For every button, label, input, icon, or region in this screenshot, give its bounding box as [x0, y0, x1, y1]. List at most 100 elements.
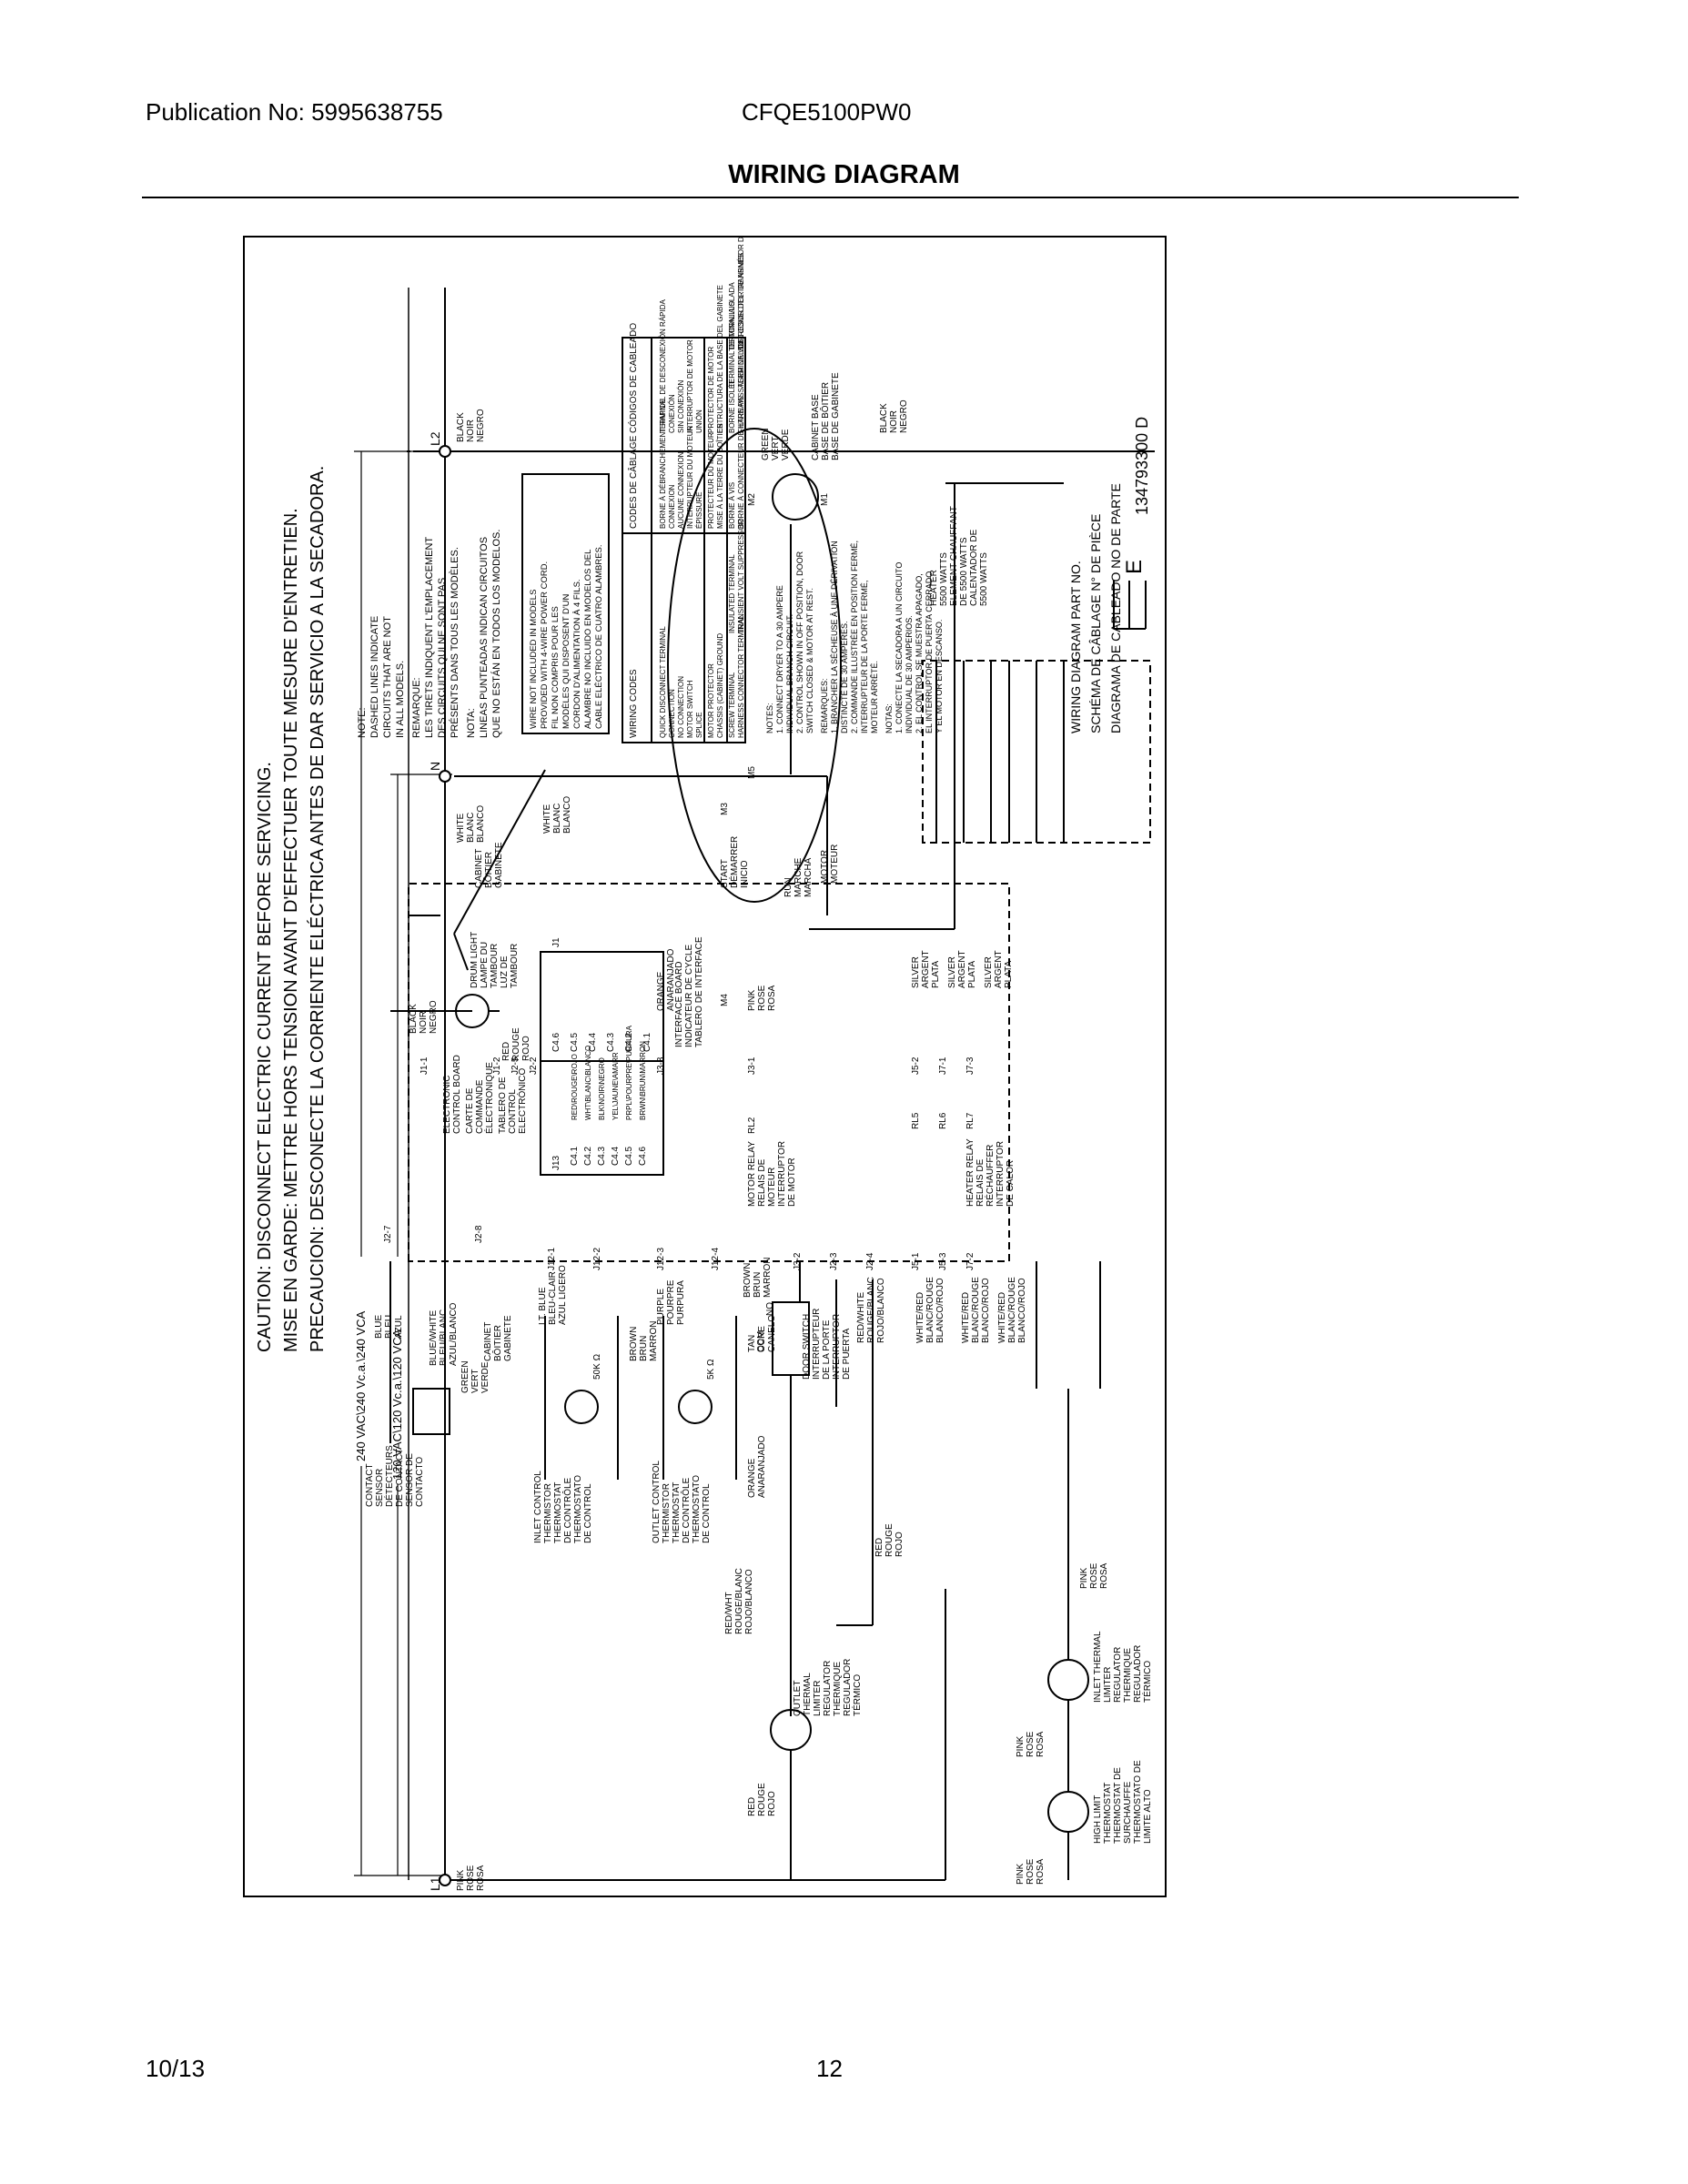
svg-text:CAUTION: DISCONNECT ELECTRIC: CAUTION: DISCONNECT ELECTRIC CURRENT BEF… — [255, 762, 275, 1352]
svg-text:C4.1: C4.1 — [642, 1032, 652, 1052]
svg-text:BASE DE BÔITIER: BASE DE BÔITIER — [819, 382, 831, 460]
svg-text:RELAIS DE: RELAIS DE — [757, 1158, 767, 1207]
svg-text:BLEU-CLAIR: BLEU-CLAIR — [548, 1271, 558, 1325]
svg-text:BLANCO/ROJO: BLANCO/ROJO — [1017, 1278, 1027, 1343]
svg-text:REMARQUES:: REMARQUES: — [820, 678, 829, 733]
svg-text:ROSA: ROSA — [767, 985, 777, 1011]
svg-text:ANARANJADO: ANARANJADO — [666, 948, 676, 1011]
svg-text:THERMIQUE: THERMIQUE — [1123, 1648, 1133, 1703]
svg-text:HARNESS CONNECTOR TERMINAL: HARNESS CONNECTOR TERMINAL — [737, 615, 745, 738]
svg-text:CIRCUITS THAT ARE NOT: CIRCUITS THAT ARE NOT — [382, 616, 393, 738]
svg-text:LIMITER: LIMITER — [1103, 1667, 1113, 1703]
svg-text:SUPRESOR DEL TRANSMISOR DE VOL: SUPRESOR DEL TRANSMISOR DE VOLTIOS — [737, 237, 745, 351]
svg-text:C4.2: C4.2 — [624, 1032, 634, 1052]
svg-text:QUICK DISCONNECT TERMINAL: QUICK DISCONNECT TERMINAL — [659, 626, 667, 738]
svg-text:COMMANDE: COMMANDE — [475, 1079, 485, 1134]
svg-text:WIRING CODES: WIRING CODES — [629, 669, 639, 738]
svg-text:MARRON: MARRON — [763, 1258, 773, 1298]
svg-text:J2-4: J2-4 — [865, 1252, 875, 1270]
svg-text:RUN: RUN — [783, 877, 793, 897]
wire-note-text: WIRE NOT INCLUDED IN MODELS PROVIDED WIT… — [529, 544, 604, 729]
svg-text:GABINETE: GABINETE — [503, 1315, 513, 1361]
svg-text:LUZ DE: LUZ DE — [500, 956, 510, 988]
svg-text:WHITE/RED: WHITE/RED — [961, 1292, 971, 1343]
svg-text:THERMOSTATO: THERMOSTATO — [692, 1475, 702, 1543]
svg-text:INDICATEUR DE CYCLE: INDICATEUR DE CYCLE — [684, 945, 694, 1047]
l1-terminal — [439, 1874, 451, 1886]
svg-text:NOTA:: NOTA: — [466, 708, 477, 738]
svg-text:C4.4: C4.4 — [611, 1146, 621, 1166]
svg-text:BLANC/ROUGE: BLANC/ROUGE — [1007, 1277, 1017, 1343]
svg-text:MARCHA: MARCHA — [804, 857, 814, 897]
svg-text:SILVER: SILVER — [984, 956, 994, 988]
note-text: NOTE: DASHED LINES INDICATE CIRCUITS THA… — [357, 530, 502, 738]
svg-text:DOOR SWITCH: DOOR SWITCH — [802, 1314, 812, 1380]
svg-text:PROVIDED WITH 4-WIRE POWER COR: PROVIDED WITH 4-WIRE POWER CORD. — [540, 561, 550, 729]
svg-text:AZUL: AZUL — [394, 1315, 404, 1339]
svg-text:NEGRO: NEGRO — [476, 409, 486, 442]
svg-text:TERMINAL DEL CONECTOR DE ARNÉS: TERMINAL DEL CONECTOR DE ARNÉS — [737, 253, 745, 388]
svg-text:INDIVIDUAL BRANCH CIRCUIT.: INDIVIDUAL BRANCH CIRCUIT. — [785, 614, 794, 733]
svg-text:J12-2: J12-2 — [592, 1248, 602, 1270]
svg-text:ROSA: ROSA — [1036, 1731, 1046, 1757]
svg-text:BORNE À VIS: BORNE À VIS — [728, 482, 736, 529]
svg-text:ROSE: ROSE — [1026, 1731, 1036, 1757]
svg-text:ELECTRÓNICO: ELECTRÓNICO — [516, 1068, 528, 1134]
svg-text:J13: J13 — [551, 1155, 561, 1170]
svg-text:ROUGE/BLANC: ROUGE/BLANC — [866, 1277, 876, 1343]
svg-text:SCREW TERMINAL: SCREW TERMINAL — [728, 672, 736, 738]
svg-text:INSULATED TERMINAL: INSULATED TERMINAL — [728, 554, 736, 633]
svg-text:J2-7: J2-7 — [383, 1225, 393, 1243]
svg-text:PURPLE: PURPLE — [656, 1289, 666, 1325]
svg-text:WIRE NOT INCLUDED IN MODELS: WIRE NOT INCLUDED IN MODELS — [529, 590, 539, 729]
svg-text:FIL NON COMPRIS POUR LES: FIL NON COMPRIS POUR LES — [551, 606, 561, 729]
svg-text:ESTRUCTURA DE LA BASE DEL GABI: ESTRUCTURA DE LA BASE DEL GABINETE — [716, 285, 724, 433]
svg-text:E: E — [1122, 560, 1147, 574]
svg-text:J7-1: J7-1 — [938, 1057, 948, 1075]
svg-text:MOTOR: MOTOR — [820, 850, 830, 884]
svg-text:ROUGE: ROUGE — [511, 1027, 521, 1061]
svg-text:PRÉSENTS DANS TOUS LES MODÈLES: PRÉSENTS DANS TOUS LES MODÈLES. — [449, 547, 460, 738]
svg-text:NO CONNECTION: NO CONNECTION — [677, 676, 685, 738]
svg-text:CONNECTION: CONNECTION — [668, 689, 676, 738]
svg-text:BLANCO/ROJO: BLANCO/ROJO — [935, 1278, 945, 1343]
svg-text:CONTROL: CONTROL — [508, 1089, 518, 1134]
svg-text:J3-3: J3-3 — [656, 1057, 666, 1075]
svg-text:LT. BLUE: LT. BLUE — [538, 1287, 548, 1325]
svg-text:CABLE ELÉCTRICO DE CUATRO ALAM: CABLE ELÉCTRICO DE CUATRO ALAMBRES. — [594, 544, 604, 729]
svg-text:SENSOR: SENSOR — [375, 1469, 385, 1507]
svg-text:TÉRMICO: TÉRMICO — [851, 1674, 863, 1716]
svg-text:MODÈLES QUI DISPOSENT D'UN: MODÈLES QUI DISPOSENT D'UN — [561, 593, 571, 729]
svg-text:CÓDIGOS DE CABLEADO: CÓDIGOS DE CABLEADO — [627, 323, 639, 433]
svg-text:CARTE DE: CARTE DE — [465, 1087, 475, 1134]
svg-text:TERMINAL DE TORNILLO: TERMINAL DE TORNILLO — [728, 301, 736, 388]
svg-text:SPLICE: SPLICE — [695, 713, 703, 738]
svg-text:VERT: VERT — [771, 437, 781, 461]
svg-text:PINK: PINK — [1016, 1863, 1026, 1885]
svg-text:SURCHAUFFE: SURCHAUFFE — [1123, 1781, 1133, 1844]
svg-text:IN ALL MODELS.: IN ALL MODELS. — [395, 661, 406, 738]
svg-text:M4: M4 — [720, 994, 730, 1006]
svg-text:RED/WHITE: RED/WHITE — [856, 1292, 866, 1343]
svg-text:ROJO: ROJO — [767, 1791, 777, 1816]
svg-text:CONTROL BOARD: CONTROL BOARD — [452, 1055, 462, 1134]
svg-text:C4.6: C4.6 — [551, 1032, 561, 1052]
svg-text:M2: M2 — [747, 493, 757, 506]
svg-text:2. EL CONTROL SE MUESTRA APAGA: 2. EL CONTROL SE MUESTRA APAGADO, — [915, 573, 924, 733]
svg-text:VERDE: VERDE — [480, 1361, 490, 1393]
svg-text:INLET THERMAL: INLET THERMAL — [1093, 1631, 1103, 1703]
svg-text:ROUGE: ROUGE — [884, 1523, 895, 1557]
svg-text:J12-1: J12-1 — [547, 1248, 557, 1270]
svg-text:BLANC/ROUGE: BLANC/ROUGE — [971, 1277, 981, 1343]
wiring-codes-table — [622, 337, 746, 743]
svg-text:ROSA: ROSA — [1099, 1562, 1109, 1589]
svg-text:VERDE: VERDE — [781, 429, 791, 460]
svg-text:WHITE: WHITE — [542, 804, 552, 834]
wire-note-box — [521, 473, 610, 734]
model-number: CFQE5100PW0 — [742, 98, 912, 126]
svg-text:INTERRUPTOR DE MOTOR: INTERRUPTOR DE MOTOR — [686, 339, 694, 433]
svg-text:NEGRO: NEGRO — [429, 1000, 439, 1034]
svg-text:NOIR: NOIR — [419, 1011, 429, 1034]
svg-text:PLATA: PLATA — [967, 960, 977, 988]
svg-text:GREEN: GREEN — [460, 1360, 470, 1393]
